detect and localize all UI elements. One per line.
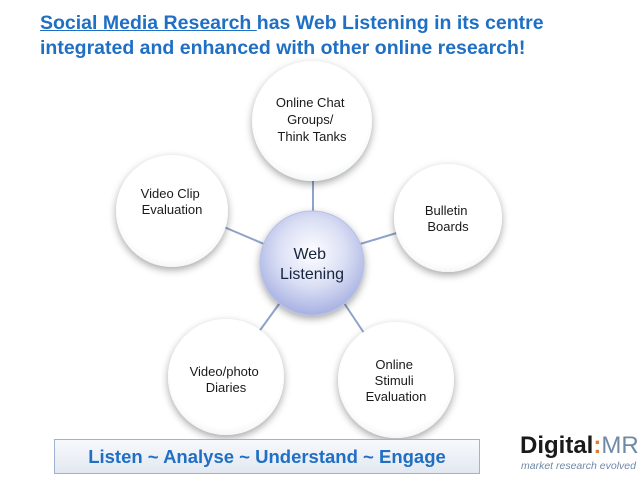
node-chat-line-3: Think Tanks xyxy=(277,129,347,144)
node-stimuli-line-2: Stimuli xyxy=(375,373,414,388)
digitalmr-logo: Digital:MR market research evolved xyxy=(520,433,638,475)
node-diaries-line-2: Diaries xyxy=(206,380,247,395)
center-node: Web Listening xyxy=(259,210,365,316)
node-videoclip-line-1: Video Clip xyxy=(141,186,200,201)
node-chat-label: Online Chat Groups/ Think Tanks xyxy=(276,95,348,144)
logo-word: Digital xyxy=(520,432,594,459)
node-videoclip-label: Video Clip Evaluation xyxy=(141,186,204,217)
connector-stimuli xyxy=(341,299,365,334)
headline-line-2: integrated and enhanced with other onlin… xyxy=(40,37,526,59)
tagline-banner: Listen ~ Analyse ~ Understand ~ Engage xyxy=(54,439,480,474)
node-chat-line-1: Online Chat xyxy=(276,95,345,110)
node-videoclip: Video Clip Evaluation xyxy=(116,155,228,267)
node-boards-line-2: Boards xyxy=(427,219,469,234)
node-stimuli: Online Stimuli Evaluation xyxy=(338,322,454,438)
connector-lines xyxy=(223,177,401,334)
node-diaries-line-1: Video/photo xyxy=(190,364,259,379)
logo-colon: : xyxy=(593,432,602,459)
logo-wordmark: Digital:MR xyxy=(520,433,638,459)
headline-text: has Web Listening in its centre xyxy=(256,12,544,34)
center-node-line-1: Web xyxy=(293,246,326,263)
node-boards-label: Bulletin Boards xyxy=(425,203,471,234)
headline-link-text[interactable]: Social Media Research xyxy=(40,12,257,34)
node-stimuli-line-1: Online xyxy=(375,357,413,372)
node-stimuli-line-3: Evaluation xyxy=(366,389,427,404)
headline-line-1: Social Media Research has Web Listening … xyxy=(40,11,630,36)
logo-suffix: MR xyxy=(601,432,638,459)
node-boards: Bulletin Boards xyxy=(394,164,502,272)
center-node-label: Web Listening xyxy=(280,246,344,283)
node-diaries: Video/photo Diaries xyxy=(168,319,284,435)
node-chat: Online Chat Groups/ Think Tanks xyxy=(252,61,372,181)
connector-boards xyxy=(359,231,401,245)
headline: Social Media Research has Web Listening … xyxy=(40,11,630,61)
connector-diaries xyxy=(257,299,283,334)
connector-videoclip xyxy=(223,226,265,245)
node-videoclip-line-2: Evaluation xyxy=(142,202,203,217)
center-node-line-2: Listening xyxy=(280,266,344,283)
logo-subtitle: market research evolved xyxy=(521,460,636,472)
node-diaries-label: Video/photo Diaries xyxy=(190,364,263,395)
node-boards-line-1: Bulletin xyxy=(425,203,468,218)
node-chat-line-2: Groups/ xyxy=(287,112,334,127)
node-stimuli-label: Online Stimuli Evaluation xyxy=(366,357,427,404)
